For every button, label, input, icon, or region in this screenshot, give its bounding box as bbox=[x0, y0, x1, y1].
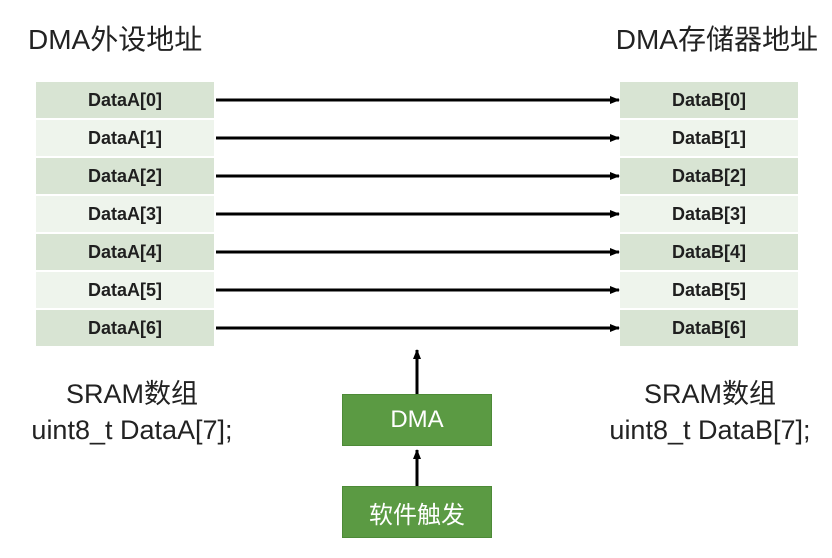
source-cell: DataA[3] bbox=[36, 196, 214, 232]
destination-caption-line2: uint8_t DataB[7]; bbox=[609, 415, 811, 445]
dma-box: DMA bbox=[342, 394, 492, 446]
destination-array-caption: SRAM数组 uint8_t DataB[7]; bbox=[590, 376, 830, 448]
source-caption-line2: uint8_t DataA[7]; bbox=[31, 415, 233, 445]
destination-caption-line1: SRAM数组 bbox=[643, 379, 776, 409]
source-cell: DataA[2] bbox=[36, 158, 214, 194]
destination-cell: DataB[0] bbox=[620, 82, 798, 118]
source-caption-line1: SRAM数组 bbox=[65, 379, 198, 409]
source-cell: DataA[1] bbox=[36, 120, 214, 156]
destination-array-column: DataB[0] DataB[1] DataB[2] DataB[3] Data… bbox=[620, 82, 798, 348]
source-cell: DataA[4] bbox=[36, 234, 214, 270]
destination-cell: DataB[3] bbox=[620, 196, 798, 232]
memory-address-title: DMA存储器地址 bbox=[615, 24, 818, 55]
destination-cell: DataB[5] bbox=[620, 272, 798, 308]
source-array-caption: SRAM数组 uint8_t DataA[7]; bbox=[12, 376, 252, 448]
source-cell: DataA[0] bbox=[36, 82, 214, 118]
source-cell: DataA[6] bbox=[36, 310, 214, 346]
destination-cell: DataB[2] bbox=[620, 158, 798, 194]
peripheral-address-title: DMA外设地址 bbox=[28, 24, 203, 55]
source-cell: DataA[5] bbox=[36, 272, 214, 308]
destination-cell: DataB[1] bbox=[620, 120, 798, 156]
destination-cell: DataB[4] bbox=[620, 234, 798, 270]
source-array-column: DataA[0] DataA[1] DataA[2] DataA[3] Data… bbox=[36, 82, 214, 348]
watermark: CSDN @膝盖中箭-_-# bbox=[705, 537, 824, 551]
software-trigger-box: 软件触发 bbox=[342, 486, 492, 538]
destination-cell: DataB[6] bbox=[620, 310, 798, 346]
